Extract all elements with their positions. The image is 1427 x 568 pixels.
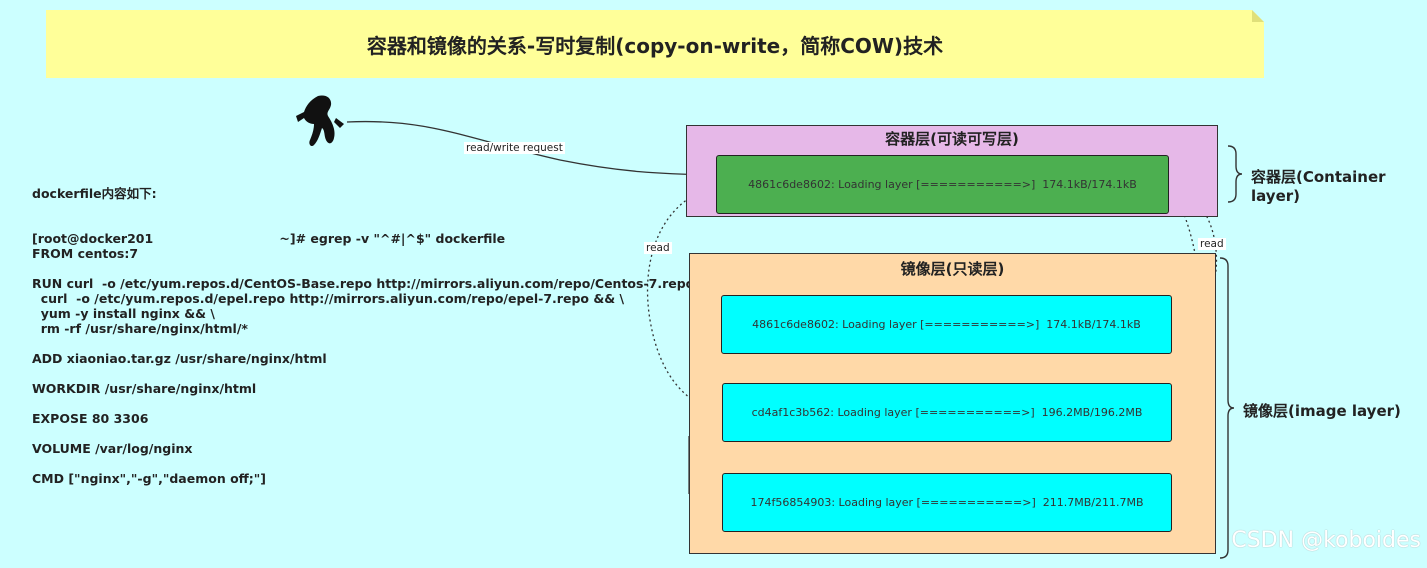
code-line: RUN curl -o /etc/yum.repos.d/CentOS-Base… <box>32 276 730 291</box>
code-line: yum -y install nginx && \ <box>32 306 215 321</box>
code-line: [root@docker201 ~]# egrep -v "^#|^$" doc… <box>32 231 506 246</box>
code-line: ADD xiaoniao.tar.gz /usr/share/nginx/htm… <box>32 351 327 366</box>
code-line <box>32 396 692 411</box>
read-left-edge-label: read <box>644 242 672 254</box>
code-line: rm -rf /usr/share/nginx/html/* <box>32 321 248 336</box>
container-box-title: 容器层(可读可写层) <box>885 130 1019 148</box>
code-line <box>32 456 692 471</box>
image-layer-entry-2: cd4af1c3b562: Loading layer [===========… <box>722 383 1172 442</box>
request-edge-label: read/write request <box>464 142 565 154</box>
code-line: WORKDIR /usr/share/nginx/html <box>32 381 257 396</box>
image-brace <box>1219 257 1235 559</box>
code-line: VOLUME /var/log/nginx <box>32 441 193 456</box>
image-layer-entry-3: 174f56854903: Loading layer [===========… <box>722 473 1172 532</box>
code-line <box>32 216 692 231</box>
request-arrow <box>346 120 716 181</box>
image-box-title: 镜像层(只读层) <box>900 260 1005 278</box>
code-line: CMD ["nginx","-g","daemon off;"] <box>32 471 267 486</box>
code-line <box>32 261 692 276</box>
watermark: CSDN @koboides <box>1231 528 1421 553</box>
code-line <box>32 336 692 351</box>
image-layer-entry-1: 4861c6de8602: Loading layer [===========… <box>721 295 1172 354</box>
container-side-label: 容器层(Container layer) <box>1251 168 1386 205</box>
person-silhouette-icon <box>296 95 344 147</box>
code-line: curl -o /etc/yum.repos.d/epel.repo http:… <box>32 291 625 306</box>
title-banner <box>46 10 1264 78</box>
dockerfile-code: dockerfile内容如下: [root@docker201 ~]# egrep… <box>32 186 730 486</box>
code-line <box>32 366 692 381</box>
banner-title: 容器和镜像的关系-写时复制(copy-on-write，简称COW)技术 <box>366 34 944 58</box>
container-brace <box>1227 145 1243 203</box>
image-side-label: 镜像层(image layer) <box>1243 402 1401 420</box>
container-layer-entry: 4861c6de8602: Loading layer [===========… <box>716 155 1169 214</box>
code-line: dockerfile内容如下: <box>32 186 157 201</box>
read-right-top-edge-label: read <box>1198 238 1226 250</box>
code-line: EXPOSE 80 3306 <box>32 411 149 426</box>
code-line: FROM centos:7 <box>32 246 139 261</box>
code-line <box>32 201 692 216</box>
code-line <box>32 426 692 441</box>
